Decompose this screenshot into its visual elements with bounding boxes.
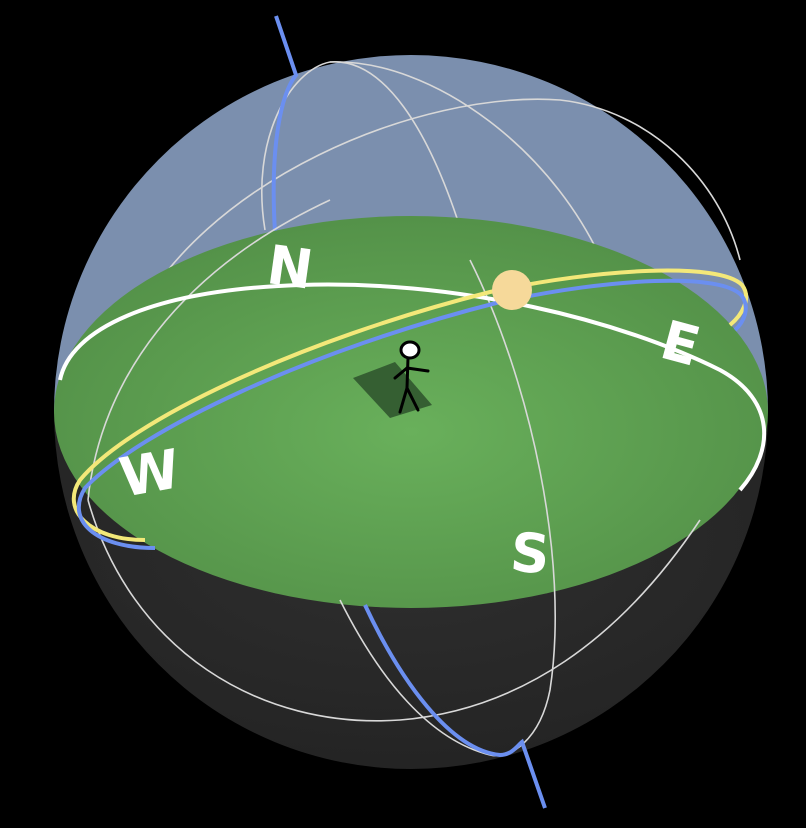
- figure-arm-right: [405, 366, 430, 373]
- figure-arm-left: [393, 366, 409, 380]
- front-grid-lines: [87, 199, 701, 757]
- sun-icon: [492, 270, 532, 310]
- horizon-ring: [58, 282, 767, 492]
- sun-path: [71, 268, 749, 542]
- figure-head: [399, 340, 421, 360]
- ground-plane: [54, 216, 768, 608]
- compass-south-label: S: [508, 520, 552, 586]
- stick-figure-icon: [393, 340, 430, 414]
- figure-leg-left: [398, 386, 409, 414]
- compass-north-label: N: [263, 233, 317, 302]
- celestial-axis-north: [271, 15, 299, 233]
- compass-west-label: W: [115, 437, 185, 509]
- great-circle-lower: [87, 499, 701, 722]
- meridian-back-right: [329, 61, 611, 281]
- figure-leg-right: [405, 386, 420, 412]
- figure-body: [405, 356, 410, 390]
- celestial-axis-south: [363, 604, 547, 809]
- back-grid-lines: [129, 61, 741, 331]
- great-circle-left-front: [87, 199, 331, 501]
- great-circle-back: [129, 98, 741, 331]
- meridian-lower-back: [339, 599, 491, 756]
- celestial-equator: [77, 278, 748, 550]
- observer-shadow: [353, 362, 432, 418]
